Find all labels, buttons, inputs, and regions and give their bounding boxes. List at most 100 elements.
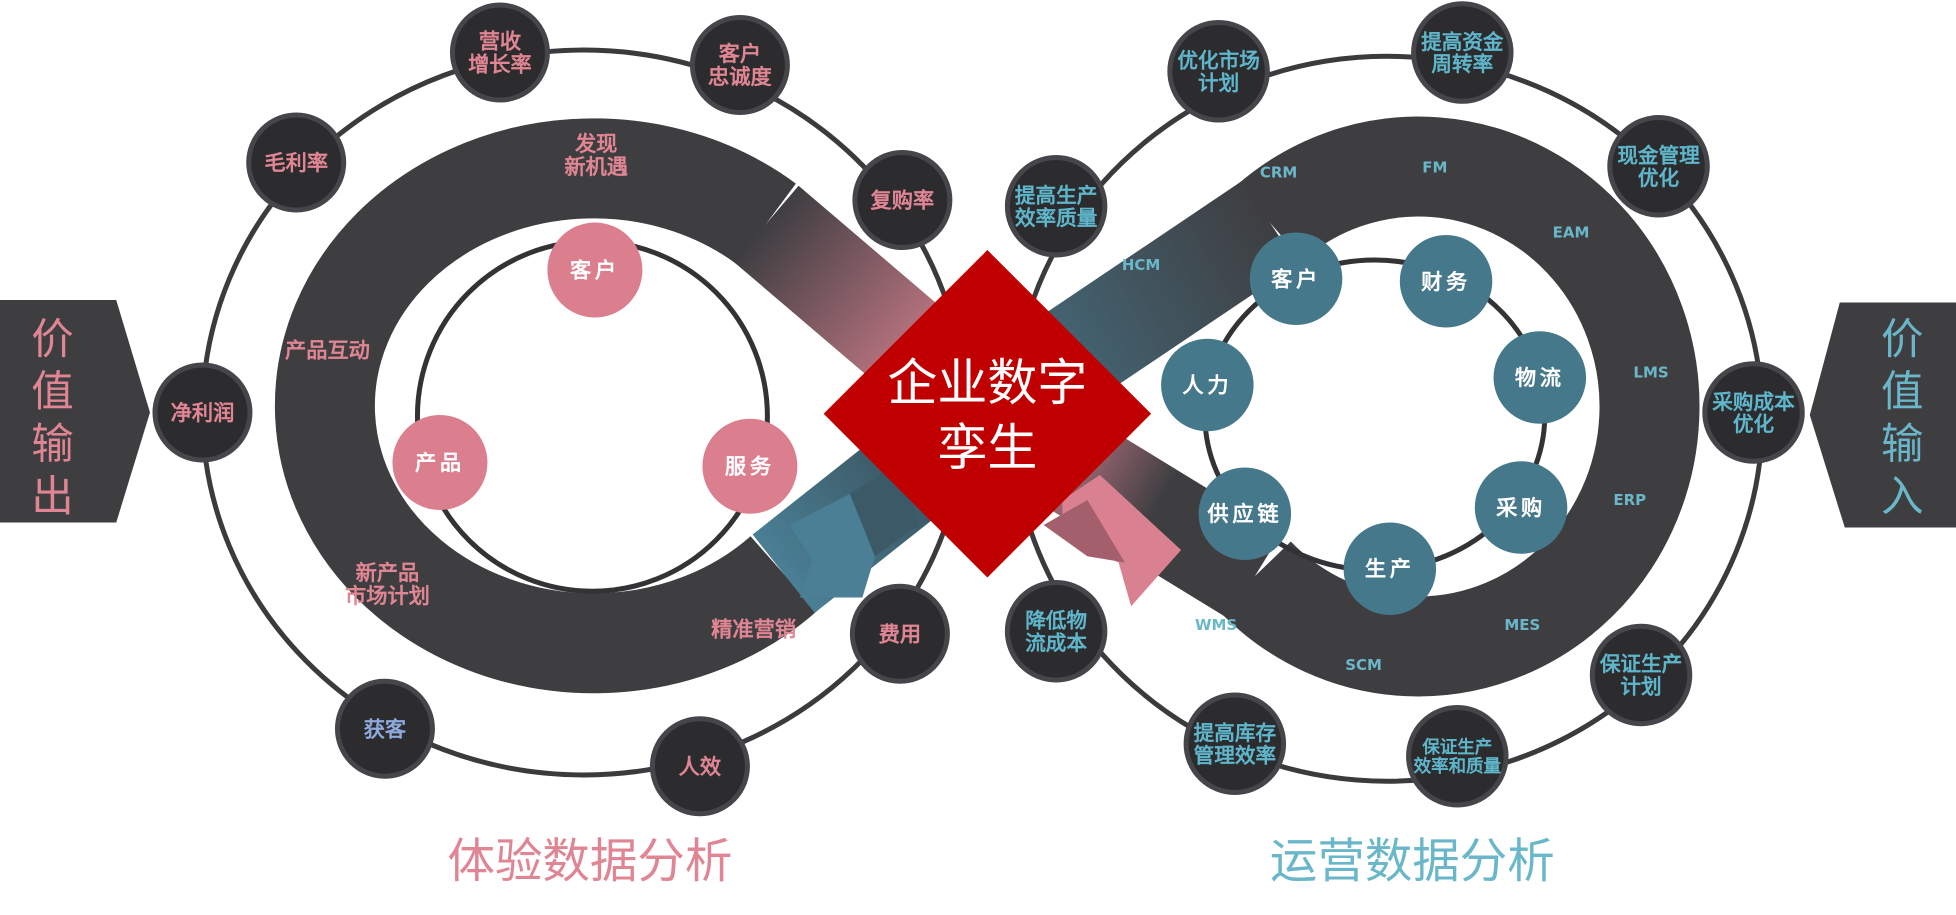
system-label-fm: FM [1422,159,1447,177]
metric-circle [152,362,253,463]
core-circle [547,222,643,318]
left-metric-label-line: 人效 [679,754,722,780]
center-title-line-2: 孪生 [937,419,1037,477]
metric-circle [852,150,953,251]
tab-char: 值 [1881,368,1923,417]
right-metric-label-line: 优化 [1638,166,1680,190]
core-circle [1474,461,1568,554]
left-band-label-line: 产品互动 [285,339,370,364]
left-metric-label-line: 营收 [479,29,522,55]
right-core-node: 物流 [1493,331,1587,424]
tab-char: 价 [31,316,73,365]
right-metric-label-line: 保证生产 [1421,737,1492,758]
left-metric-label-line: 忠诚度 [708,64,772,90]
metric-circle [1167,20,1270,123]
core-circle [1493,331,1587,424]
tab-char: 输 [31,421,73,470]
right-metric-label-line: 采购成本 [1711,390,1795,414]
metric-circle [334,678,435,779]
right-metric-label-line: 周转率 [1431,52,1493,76]
tab-char: 输 [1881,421,1923,470]
left-metric-node: 费用 [849,583,950,684]
core-label: 产品 [415,451,465,476]
right-metric-label-line: 保证生产 [1599,652,1682,676]
metric-circle [246,112,347,213]
core-circle [702,418,798,514]
system-label-hcm: HCM [1122,256,1160,274]
right-metric-label-line: 优化市场 [1177,49,1259,73]
right-metric-label-line: 提高生产 [1015,184,1097,208]
right-core-node: 财务 [1399,235,1493,328]
right-core-node: 供应链 [1198,467,1292,560]
metric-circle [449,2,550,103]
left-band-label-line: 发现 [574,131,617,157]
core-label: 生产 [1365,557,1415,582]
right-metric-label-line: 优化 [1733,412,1775,436]
core-label: 物流 [1515,366,1565,391]
right-metric-label-line: 降低物 [1025,609,1087,633]
core-circle [392,415,488,510]
left-metric-label-line: 获客 [364,716,407,742]
left-metric-node: 毛利率 [246,112,347,213]
system-label-wms: WMS [1195,616,1237,634]
right-metric-label-line: 提高资金 [1421,30,1504,54]
system-label-lms: LMS [1633,364,1668,382]
left-metric-node: 净利润 [152,362,253,463]
left-band-label-line: 新产品 [356,560,420,586]
core-circle [1161,338,1254,432]
system-label-crm: CRM [1260,164,1297,182]
left-metric-label-line: 增长率 [468,52,532,78]
left-core-node: 服务 [702,418,798,514]
left-core-node: 产品 [392,415,488,510]
metric-circle [689,15,790,116]
system-label-erp: ERP [1613,491,1646,509]
left-band-label-line: 市场计划 [345,583,430,609]
metric-circle [1411,1,1514,104]
left-loop-band [274,118,817,694]
metric-circle [1406,704,1509,808]
right-core-node: 生产 [1343,522,1437,615]
core-label: 客户 [570,258,620,284]
left-band-label-line: 精准营销 [711,616,796,642]
right-core-node: 客户 [1249,232,1343,326]
left-metric-label-line: 客户 [719,41,761,67]
core-label: 服务 [725,455,775,480]
left-band-label-line: 新机遇 [564,154,628,180]
right-metric-label-line: 效率质量 [1015,206,1098,230]
left-core-node: 客户 [547,222,643,318]
left-metric-node: 人效 [649,716,750,817]
right-metric-label-line: 现金管理 [1617,144,1700,168]
core-circle [1249,232,1343,326]
metric-circle [1004,155,1108,258]
metric-circle [1702,361,1805,464]
right-metric-label-line: 效率和质量 [1414,756,1502,777]
metric-circle [849,583,950,684]
core-circle [1399,235,1493,328]
right-metric-label-line: 提高库存 [1194,721,1277,745]
chevron-arrows-pink [1043,474,1182,607]
tab-char: 出 [31,473,73,522]
system-label-scm: SCM [1345,656,1382,674]
metric-circle [649,716,750,817]
tab-char: 价 [1881,316,1923,365]
metric-circle [1004,579,1108,683]
metric-circle [1589,623,1693,727]
operations-analysis-title: 运营数据分析 [1270,834,1555,889]
core-label: 人力 [1182,374,1232,399]
core-label: 采购 [1496,496,1546,521]
system-label-mes: MES [1504,616,1540,634]
core-label: 客户 [1271,266,1321,292]
core-label: 供应链 [1206,501,1282,527]
system-label-eam: EAM [1553,224,1590,242]
